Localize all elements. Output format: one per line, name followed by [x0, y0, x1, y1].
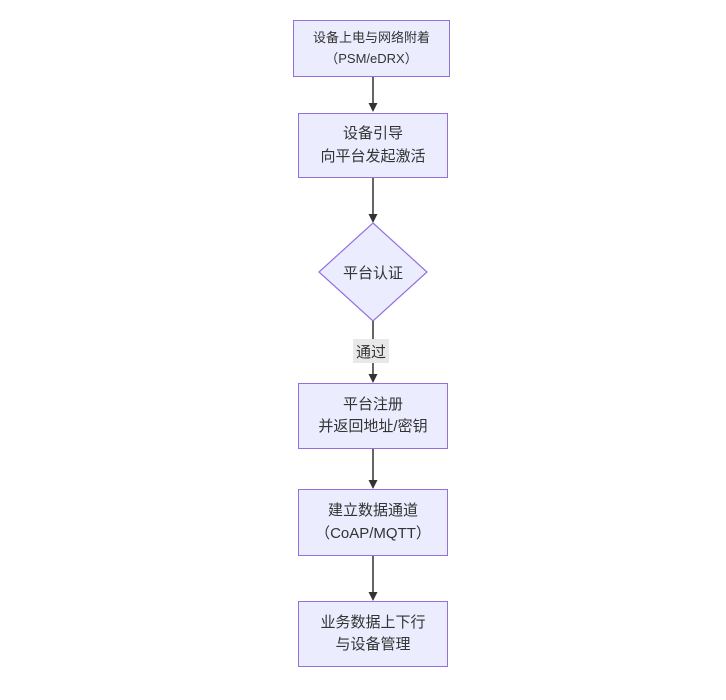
- node-business-data-management: 业务数据上下行 与设备管理: [298, 601, 448, 667]
- node-label-line: 与设备管理: [335, 636, 411, 653]
- node-label-line: 设备引导: [342, 125, 403, 142]
- node-label-line: 设备上电与网络附着: [312, 30, 430, 46]
- arrowhead-icon: [368, 592, 378, 601]
- edge-channel-to-business: [368, 556, 378, 601]
- arrowhead-icon: [368, 480, 378, 489]
- decision-label-platform-auth: 平台认证: [342, 264, 403, 282]
- node-label-line: （PSM/eDRX）: [325, 50, 418, 66]
- node-data-channel: 建立数据通道 （CoAP/MQTT）: [298, 489, 448, 556]
- arrowhead-icon: [368, 103, 378, 112]
- node-label-line: 向平台发起激活: [320, 147, 426, 165]
- arrowhead-icon: [368, 214, 378, 223]
- node-label-line: 并返回地址/密钥: [318, 418, 428, 435]
- node-label-line: 平台注册: [342, 395, 403, 413]
- edge-bootstrap-to-auth: [368, 178, 378, 223]
- node-device-bootstrap: 设备引导 向平台发起激活: [298, 113, 448, 178]
- node-label-line: （CoAP/MQTT）: [315, 524, 431, 542]
- node-label-line: 建立数据通道: [327, 502, 418, 519]
- arrowhead-icon: [368, 374, 378, 383]
- edge-label-pass: 通过: [353, 339, 389, 363]
- node-power-on-network-attach: 设备上电与网络附着 （PSM/eDRX）: [293, 20, 450, 77]
- node-platform-register: 平台注册 并返回地址/密钥: [298, 383, 448, 449]
- edge-power-to-bootstrap: [368, 77, 378, 112]
- edge-register-to-channel: [368, 449, 378, 489]
- node-label-line: 业务数据上下行: [320, 613, 426, 631]
